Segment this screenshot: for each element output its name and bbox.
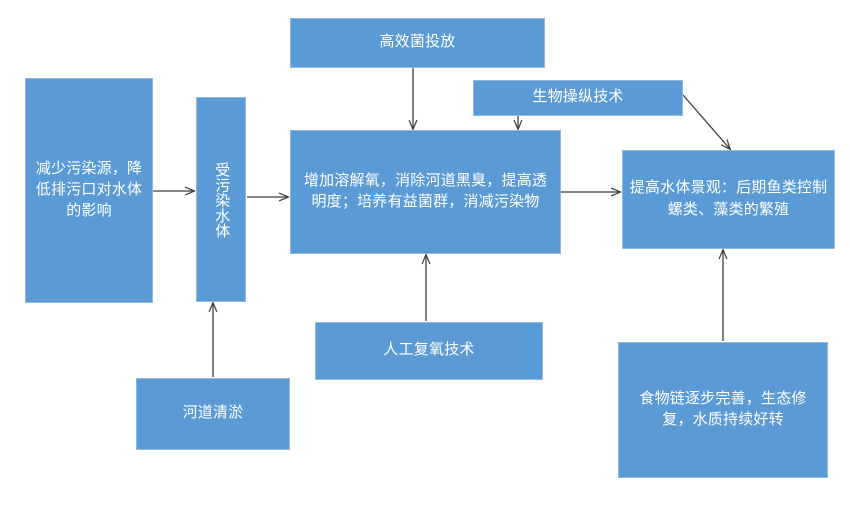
node-label: 河道清淤 — [182, 405, 244, 422]
node-increase-dissolved-oxygen[interactable]: 增加溶解氧，消除河道黑臭，提高透明度；培养有益菌群，消减污染物 — [290, 130, 561, 254]
node-label: 减少污染源，降低排污口对水体的影响 — [35, 160, 143, 220]
node-food-chain-improvement[interactable]: 食物链逐步完善，生态修复，水质持续好转 — [618, 342, 828, 478]
node-label: 人工复氧技术 — [383, 342, 475, 359]
node-polluted-water-body[interactable]: 受污染水体 — [196, 97, 246, 302]
node-label: 生物操纵技术 — [532, 89, 624, 106]
node-label: 提高水体景观：后期鱼类控制螺类、藻类的繁殖 — [629, 180, 828, 218]
node-label: 高效菌投放 — [379, 34, 456, 51]
node-improve-waterscape[interactable]: 提高水体景观：后期鱼类控制螺类、藻类的繁殖 — [622, 150, 835, 249]
node-efficient-bacteria-dosing[interactable]: 高效菌投放 — [290, 18, 545, 68]
node-artificial-reoxygenation[interactable]: 人工复氧技术 — [315, 322, 543, 380]
node-biomanipulation-technology[interactable]: 生物操纵技术 — [473, 80, 683, 116]
edge-biomanipulation-to-improve-waterscape — [682, 94, 730, 149]
node-label: 增加溶解氧，消除河道黑臭，提高透明度；培养有益菌群，消减污染物 — [303, 172, 548, 210]
node-label: 受污染水体 — [213, 161, 230, 238]
node-reduce-pollution-source[interactable]: 减少污染源，降低排污口对水体的影响 — [25, 78, 153, 303]
node-river-dredging[interactable]: 河道清淤 — [136, 378, 290, 450]
node-label: 食物链逐步完善，生态修复，水质持续好转 — [639, 390, 807, 428]
